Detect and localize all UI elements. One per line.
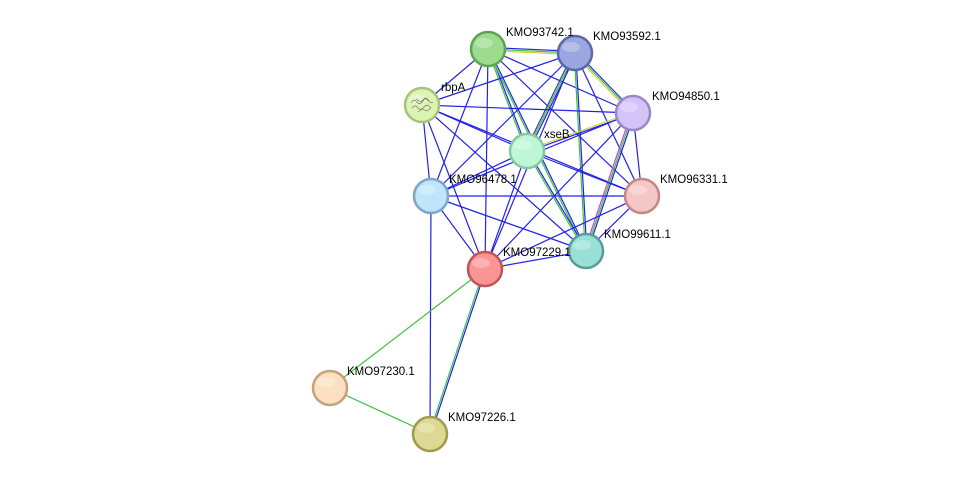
node-circle[interactable] — [614, 94, 652, 132]
edge-kmo93592-1-kmo96331-1[interactable] — [574, 52, 643, 197]
node-label-kmo99611-1: KMO99611.1 — [604, 229, 671, 241]
edge-xseb-kmo99611-1[interactable] — [525, 150, 588, 252]
node-circle[interactable] — [623, 177, 661, 215]
node-kmo97229-1[interactable] — [466, 250, 504, 288]
node-kmo93592-1[interactable] — [556, 34, 594, 72]
node-circle[interactable] — [403, 86, 441, 124]
node-label-kmo97230-1: KMO97230.1 — [347, 366, 415, 378]
edge-line-blue — [421, 104, 587, 252]
edge-kmo96331-1-kmo97229-1[interactable] — [484, 195, 643, 270]
edge-line-green — [428, 268, 485, 434]
node-highlight — [629, 185, 647, 195]
edge-line-blue — [421, 52, 576, 106]
edge-line-blue — [429, 195, 432, 435]
node-kmo97226-1[interactable] — [411, 415, 449, 453]
edge-line-navy — [525, 52, 575, 151]
node-highlight — [317, 377, 335, 387]
edge-line-blue — [575, 52, 588, 251]
node-highlight — [620, 102, 638, 112]
node-kmo93742-1[interactable] — [469, 30, 507, 68]
edge-xseb-kmo97229-1[interactable] — [484, 150, 528, 270]
edge-line-magenta — [583, 112, 633, 251]
edge-line-blue — [484, 195, 643, 270]
edge-kmo96478-1-kmo97226-1[interactable] — [429, 195, 432, 435]
node-circle[interactable] — [508, 132, 546, 170]
node-circle[interactable] — [411, 415, 449, 453]
edge-line-blue — [484, 150, 528, 270]
edge-rbpa-kmo94850-1[interactable] — [421, 104, 634, 114]
node-highlight — [417, 423, 435, 433]
node-circle[interactable] — [556, 34, 594, 72]
edge-line-yellow — [526, 111, 633, 151]
edge-line-blue — [430, 269, 487, 435]
node-highlight — [573, 240, 591, 250]
node-label-xseb: xseB — [544, 129, 570, 141]
edge-line-blue — [526, 150, 643, 197]
node-kmo96331-1[interactable] — [623, 177, 661, 215]
node-kmo94850-1[interactable] — [614, 94, 652, 132]
edge-line-green — [329, 387, 431, 435]
node-highlight — [472, 258, 490, 268]
node-label-kmo93592-1: KMO93592.1 — [593, 31, 661, 43]
node-circle[interactable] — [466, 250, 504, 288]
node-circle[interactable] — [311, 369, 349, 407]
node-highlight — [562, 42, 580, 52]
edge-line-blue — [430, 195, 587, 252]
edge-kmo93742-1-kmo94850-1[interactable] — [487, 48, 634, 114]
node-circle[interactable] — [412, 177, 450, 215]
node-circle[interactable] — [469, 30, 507, 68]
node-xseb[interactable] — [508, 132, 546, 170]
edge-line-blue — [527, 150, 588, 251]
node-label-kmo97226-1: KMO97226.1 — [448, 412, 516, 424]
edge-line-blue — [421, 104, 634, 114]
nodes-layer — [311, 30, 661, 453]
edge-kmo97229-1-kmo97226-1[interactable] — [428, 268, 487, 435]
edge-line-blue — [484, 112, 634, 270]
edge-kmo94850-1-kmo97229-1[interactable] — [484, 112, 634, 270]
node-rbpa[interactable] — [403, 86, 441, 124]
node-label-rbpa: rbpA — [441, 82, 466, 94]
node-label-kmo96478-1: KMO96478.1 — [449, 174, 517, 186]
edge-line-green — [573, 53, 586, 252]
node-circle[interactable] — [567, 232, 605, 270]
edge-kmo93592-1-kmo99611-1[interactable] — [573, 52, 588, 252]
edge-kmo93742-1-kmo96478-1[interactable] — [430, 48, 489, 197]
edge-xseb-kmo96331-1[interactable] — [526, 150, 643, 197]
node-label-kmo96331-1: KMO96331.1 — [660, 174, 728, 186]
edge-line-blue — [487, 48, 634, 114]
edge-kmo97230-1-kmo97226-1[interactable] — [329, 387, 431, 435]
edge-kmo96478-1-kmo99611-1[interactable] — [430, 195, 587, 252]
node-highlight — [475, 38, 493, 48]
node-kmo99611-1[interactable] — [567, 232, 605, 270]
node-highlight — [418, 185, 436, 195]
node-kmo97230-1[interactable] — [311, 369, 349, 407]
labels-layer: KMO93742.1 KMO93592.1 rbpA KMO94850.1 xseB KM… — [347, 27, 728, 424]
edge-line-green — [525, 151, 586, 252]
edge-rbpa-kmo99611-1[interactable] — [421, 104, 587, 252]
node-highlight — [514, 140, 532, 150]
edge-line-blue — [484, 48, 489, 270]
edge-kmo93592-1-kmo96478-1[interactable] — [430, 52, 576, 197]
edge-line-blue — [574, 52, 643, 197]
edge-kmo97229-1-kmo97230-1[interactable] — [329, 268, 486, 389]
edge-kmo93592-1-rbpa[interactable] — [421, 52, 576, 106]
edge-kmo93742-1-kmo97229-1[interactable] — [484, 48, 489, 270]
node-label-kmo93742-1: KMO93742.1 — [506, 27, 574, 39]
edge-line-green — [329, 268, 486, 389]
edge-line-blue — [430, 52, 576, 197]
protein-structure-icon — [410, 97, 434, 113]
node-kmo96478-1[interactable] — [412, 177, 450, 215]
edge-line-blue — [586, 113, 636, 252]
edge-line-green — [585, 112, 634, 252]
node-label-kmo97229-1: KMO97229.1 — [503, 247, 571, 259]
edge-line-blue — [430, 48, 489, 197]
node-label-kmo94850-1: KMO94850.1 — [652, 91, 720, 103]
edge-kmo94850-1-kmo99611-1[interactable] — [583, 112, 636, 252]
